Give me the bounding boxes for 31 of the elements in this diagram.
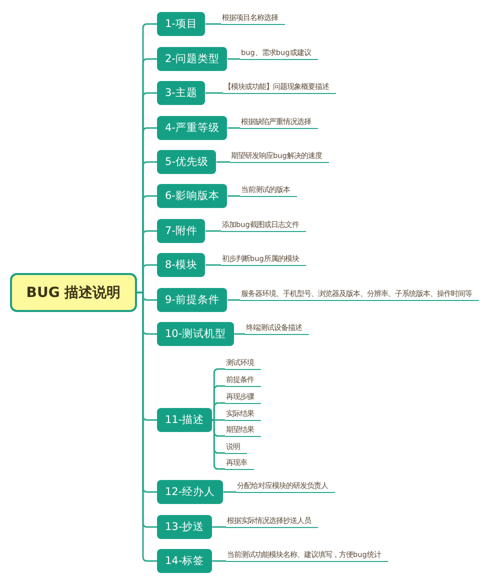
topic-box: 5-优先级 — [157, 150, 216, 174]
connector-line — [223, 491, 236, 493]
connector-line — [212, 402, 225, 421]
connector-line — [212, 419, 225, 470]
topic-box: 11-描述 — [157, 408, 212, 432]
topic-box: 3-主题 — [157, 81, 206, 105]
topic-box: 14-标签 — [157, 549, 212, 573]
connector-line — [227, 299, 240, 301]
connector-line — [212, 419, 225, 421]
connector-line — [216, 161, 230, 163]
connector-line — [227, 127, 240, 129]
topic-box: 7-附件 — [157, 219, 206, 243]
connector-line — [234, 333, 245, 335]
connector-line — [212, 560, 226, 562]
connector-line — [205, 92, 223, 94]
connector-line — [205, 230, 221, 232]
topic-box: 6-影响版本 — [157, 184, 228, 208]
central-topic-box: BUG 描述说明 — [10, 273, 137, 312]
topic-box: 9-前提条件 — [157, 288, 228, 312]
connector-line — [212, 526, 226, 528]
topic-box: 8-模块 — [157, 253, 206, 277]
connector-line — [205, 23, 221, 25]
topic-box: 10-测试机型 — [157, 322, 234, 346]
topic-box: 12-经办人 — [157, 480, 224, 504]
connector-line — [227, 195, 240, 197]
topic-box: 2-问题类型 — [157, 47, 228, 71]
topic-box: 13-抄送 — [157, 515, 212, 539]
connector-line — [205, 264, 221, 266]
connector-line — [227, 58, 240, 60]
topic-box: 4-严重等级 — [157, 116, 228, 140]
topic-box: 1-项目 — [157, 12, 206, 36]
